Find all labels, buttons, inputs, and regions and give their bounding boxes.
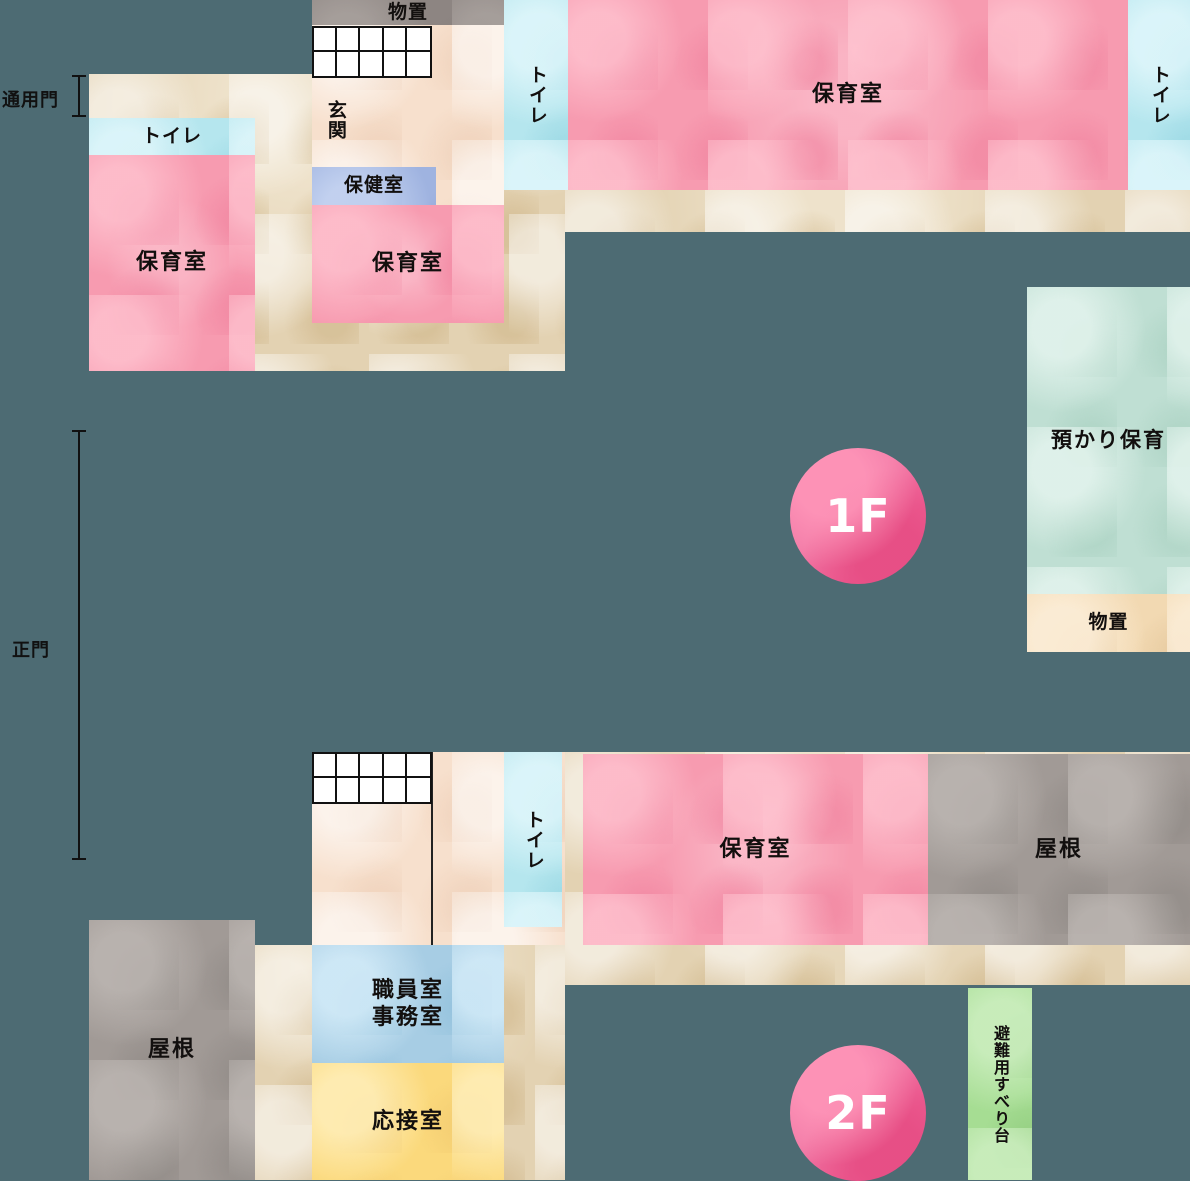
room-label-nursery-mid: 保育室 xyxy=(371,251,444,277)
stair-step xyxy=(407,778,430,802)
stair-step xyxy=(384,52,407,76)
side-gate-tick-bottom xyxy=(72,115,86,117)
stairs-1f[interactable] xyxy=(312,26,432,78)
room-label-toilet-2f: トイレ xyxy=(522,809,545,870)
stair-step xyxy=(406,754,430,778)
side-gate-tick-top xyxy=(72,75,86,77)
corridor-1f-right xyxy=(565,190,1190,232)
roof-label-left: 屋根 xyxy=(147,1037,196,1063)
room-label-toilet-right: トイレ xyxy=(1148,65,1171,125)
room-label-toilet-mid: トイレ xyxy=(525,65,548,125)
room-label-nursery-big: 保育室 xyxy=(811,82,884,108)
room-toilet-mid-1f[interactable]: トイレ xyxy=(504,0,568,190)
main-gate-tick-top xyxy=(72,430,86,432)
stair-step xyxy=(360,754,384,778)
roof-right-2f[interactable]: 屋根 xyxy=(928,754,1190,945)
stair-step xyxy=(314,754,338,778)
room-nursery-mid-1f[interactable]: 保育室 xyxy=(312,205,504,323)
stair-step xyxy=(337,754,361,778)
side-gate-label: 通用門 xyxy=(2,90,59,111)
room-toilet-left-1f[interactable]: トイレ xyxy=(89,118,255,155)
floor-badge-1f-label: 1F xyxy=(825,489,891,543)
room-label-after-care: 預かり保育 xyxy=(1051,428,1166,453)
stair-step xyxy=(384,778,407,802)
room-nursery-left-1f[interactable]: 保育室 xyxy=(89,155,255,371)
floor-badge-1f[interactable]: 1F xyxy=(790,448,926,584)
room-storage-right-1f[interactable]: 物置 xyxy=(1027,594,1190,652)
main-gate-tick-bottom xyxy=(72,858,86,860)
room-toilet-2f[interactable]: トイレ xyxy=(504,752,562,927)
stair-step xyxy=(383,754,407,778)
stair-step xyxy=(337,28,361,52)
room-label-storage-top: 物置 xyxy=(387,0,428,23)
roof-left-2f[interactable]: 屋根 xyxy=(89,920,255,1180)
escape-slide-label: 避難用すべり台 xyxy=(991,1024,1010,1144)
room-label-reception: 応接室 xyxy=(371,1108,444,1134)
room-infirmary-1f[interactable]: 保健室 xyxy=(312,167,436,205)
stair-step xyxy=(407,52,430,76)
stair-step xyxy=(337,778,361,802)
room-storage-top-1f[interactable]: 物置 xyxy=(312,0,504,25)
stair-step xyxy=(406,28,430,52)
room-label-infirmary: 保健室 xyxy=(343,174,404,197)
floor-badge-2f-label: 2F xyxy=(825,1086,891,1140)
stair-step xyxy=(314,778,338,802)
room-toilet-right-1f[interactable]: トイレ xyxy=(1128,0,1190,190)
hall-2f-divider xyxy=(431,752,433,945)
room-label-nursery-left: 保育室 xyxy=(135,250,208,276)
room-reception-2f[interactable]: 応接室 xyxy=(312,1063,504,1180)
stair-step xyxy=(360,28,384,52)
room-staff-office-2f[interactable]: 職員室 事務室 xyxy=(312,945,504,1063)
stairs-2f[interactable] xyxy=(312,752,432,804)
stair-step xyxy=(337,52,361,76)
stair-step xyxy=(383,28,407,52)
escape-slide-2f[interactable]: 避難用すべり台 xyxy=(968,988,1032,1180)
room-label-nursery-2f: 保育室 xyxy=(719,836,792,862)
stair-step xyxy=(314,28,338,52)
stair-step xyxy=(314,52,338,76)
room-label-toilet-left: トイレ xyxy=(141,124,202,147)
room-after-care-1f[interactable]: 預かり保育 xyxy=(1027,287,1190,594)
main-gate-label: 正門 xyxy=(12,640,50,661)
stair-step xyxy=(360,778,384,802)
room-label-entrance: 玄関 xyxy=(324,100,347,140)
main-gate-dimension-line xyxy=(78,430,80,860)
roof-label-right: 屋根 xyxy=(1034,836,1083,862)
room-label-staff-office: 職員室 事務室 xyxy=(371,977,444,1031)
room-nursery-big-1f[interactable]: 保育室 xyxy=(568,0,1128,190)
stair-step xyxy=(360,52,384,76)
room-nursery-2f[interactable]: 保育室 xyxy=(583,754,928,945)
entrance-label-wrap: 玄関 xyxy=(312,80,358,160)
side-gate-dimension-line xyxy=(78,75,80,117)
floor-badge-2f[interactable]: 2F xyxy=(790,1045,926,1181)
room-label-storage-right: 物置 xyxy=(1088,611,1129,634)
